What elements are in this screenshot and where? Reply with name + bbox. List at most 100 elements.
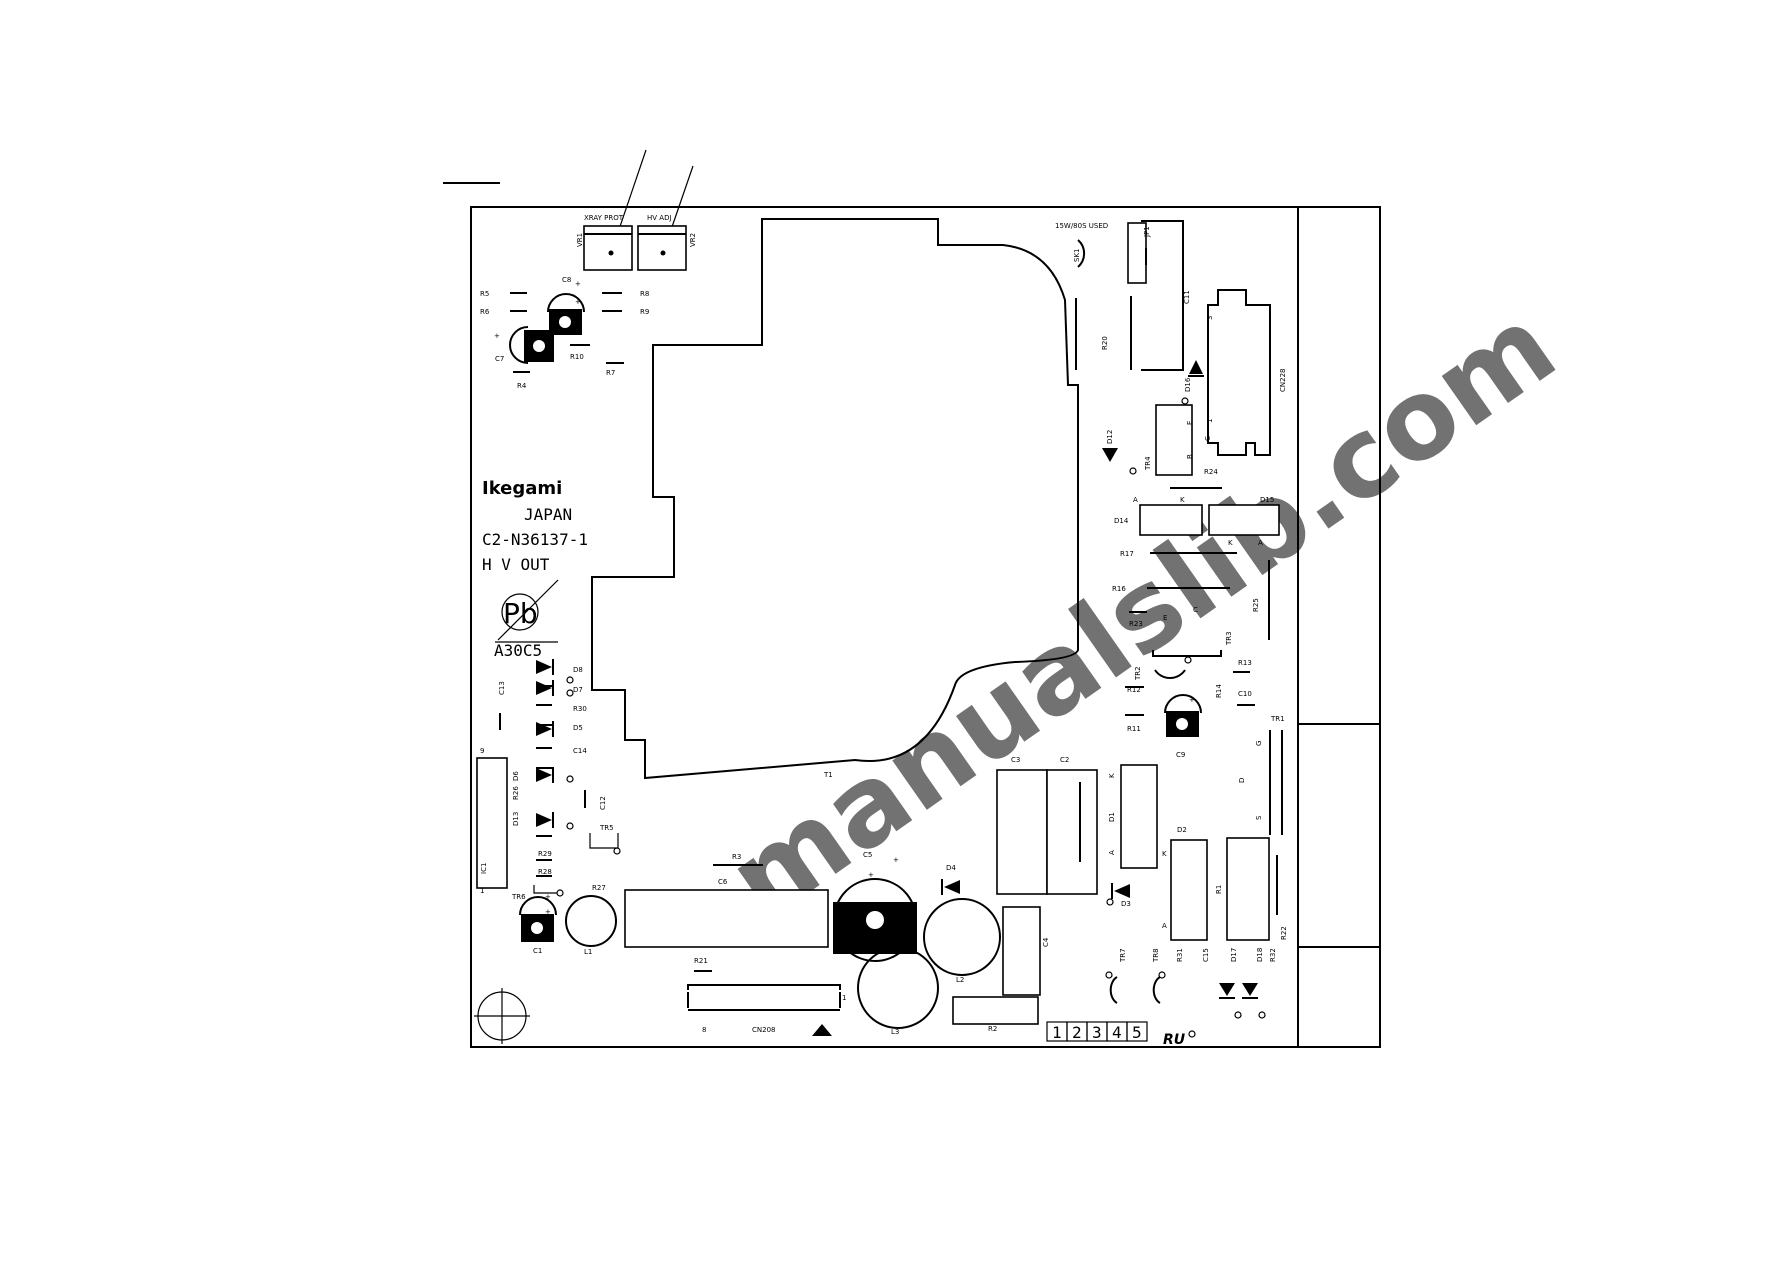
label-vr2: VR2: [689, 233, 697, 247]
label-r20: R20: [1101, 336, 1109, 350]
label-r32: R32: [1269, 948, 1277, 962]
label-r6: R6: [480, 308, 490, 316]
label-tr5: TR5: [599, 824, 614, 832]
lead-free-mark: Pb: [503, 597, 538, 630]
plus-c1: +: [545, 893, 551, 901]
label-c10: C10: [1238, 690, 1252, 698]
label-c1: C1: [533, 947, 542, 955]
pin-8-cn208: 8: [702, 1026, 706, 1034]
pin-c-tr3: C: [1193, 606, 1198, 614]
label-r13: R13: [1238, 659, 1252, 667]
label-r22: R22: [1280, 926, 1288, 940]
connector-cn208: [687, 984, 841, 1036]
plus-c1b: +: [545, 908, 551, 916]
label-r25: R25: [1252, 598, 1260, 612]
rect-components: [476, 220, 1283, 1025]
label-tr4: TR4: [1144, 456, 1152, 471]
pin-a-d14: A: [1133, 496, 1138, 504]
plus-c9b: +: [1189, 711, 1195, 719]
label-d14: D14: [1114, 517, 1129, 525]
label-r27: R27: [592, 884, 606, 892]
jumper-note: 15W/80S USED: [1055, 222, 1108, 230]
board-name-label: H V OUT: [482, 555, 550, 574]
label-c6: C6: [718, 878, 728, 886]
lot-box-2: 2: [1072, 1023, 1082, 1042]
board-number-label: C2-N36137-1: [482, 530, 588, 549]
label-d8: D8: [573, 666, 583, 674]
label-r11: R11: [1127, 725, 1141, 733]
label-r2: R2: [988, 1025, 997, 1033]
label-tr1: TR1: [1270, 715, 1285, 723]
pin-3-cn228: 3: [1206, 316, 1214, 320]
pin-e-tr4: E: [1186, 421, 1194, 425]
pin-1-cn208: 1: [842, 994, 846, 1002]
plus-c8: +: [575, 280, 581, 288]
label-r31: R31: [1176, 948, 1184, 962]
label-r17: R17: [1120, 550, 1134, 558]
label-c8: C8: [562, 276, 571, 284]
label-vr1: VR1: [576, 233, 584, 247]
plus-c5: +: [893, 856, 899, 864]
label-tr7: TR7: [1119, 948, 1127, 963]
label-d6: D6: [512, 771, 520, 781]
pin-g-tr1: G: [1255, 741, 1263, 746]
label-ic1: IC1: [480, 863, 488, 874]
label-c14: C14: [573, 747, 587, 755]
label-r5: R5: [480, 290, 489, 298]
plus-c7: +: [494, 332, 500, 340]
pin-a-d2: A: [1162, 922, 1167, 930]
label-d15: D15: [1260, 496, 1274, 504]
label-d4: D4: [946, 864, 956, 872]
label-r10: R10: [570, 353, 584, 361]
label-d5: D5: [573, 724, 583, 732]
round-components: [474, 895, 1001, 1044]
label-l1: L1: [584, 948, 592, 956]
label-r9: R9: [640, 308, 649, 316]
label-r14: R14: [1215, 684, 1223, 698]
label-c12: C12: [599, 796, 607, 810]
brand-label: Ikegami: [482, 478, 562, 499]
label-c13: C13: [498, 681, 506, 695]
board-code-label: A30C5: [494, 641, 542, 660]
lot-box-5: 5: [1132, 1023, 1142, 1042]
label-tr6: TR6: [511, 893, 526, 901]
label-c2: C2: [1060, 756, 1069, 764]
label-r30: R30: [573, 705, 587, 713]
pin-b-tr4: B: [1186, 454, 1194, 459]
label-cn228: CN228: [1279, 369, 1287, 393]
lead-free-symbol: Pb: [495, 579, 559, 643]
label-d12: D12: [1106, 430, 1114, 444]
resistor-bars: [499, 292, 1278, 972]
lot-number-boxes: 1 2 3 4 5: [1046, 1021, 1148, 1042]
label-tr8: TR8: [1152, 948, 1160, 963]
label-r24: R24: [1204, 468, 1218, 476]
label-l3: L3: [891, 1028, 899, 1036]
label-r28: R28: [538, 868, 552, 876]
label-r1: R1: [1215, 885, 1223, 894]
hv-adj-label: HV ADJ: [647, 214, 672, 222]
pin-labels: A K K A E C B 1 3 E C G D S K A K A 9 1 …: [480, 280, 1263, 1034]
label-c4: C4: [1042, 937, 1050, 947]
pin-k-d14: K: [1180, 496, 1185, 504]
pin-k-d15: K: [1228, 539, 1233, 547]
xray-prot-label: XRAY PROT: [584, 214, 624, 222]
label-r4: R4: [517, 382, 527, 390]
country-label: JAPAN: [524, 505, 572, 524]
label-jp1: JP1: [1143, 226, 1151, 238]
transistors: [533, 239, 1222, 1004]
plus-c5b: +: [868, 871, 874, 879]
label-c15: C15: [1202, 948, 1210, 962]
label-c3: C3: [1011, 756, 1020, 764]
label-r23: R23: [1129, 620, 1143, 628]
label-r16: R16: [1112, 585, 1126, 593]
pin-c-tr4: C: [1204, 436, 1212, 441]
pin-1-cn228: 1: [1206, 419, 1214, 423]
transformer-t1-outline: [591, 218, 1079, 780]
plus-c9: +: [1189, 696, 1195, 704]
pin-k-d1: K: [1108, 773, 1116, 778]
pin-a-d15: A: [1258, 539, 1263, 547]
label-tr3: TR3: [1225, 631, 1233, 646]
label-l2: L2: [956, 976, 964, 984]
pin-e-tr3: E: [1163, 614, 1167, 622]
